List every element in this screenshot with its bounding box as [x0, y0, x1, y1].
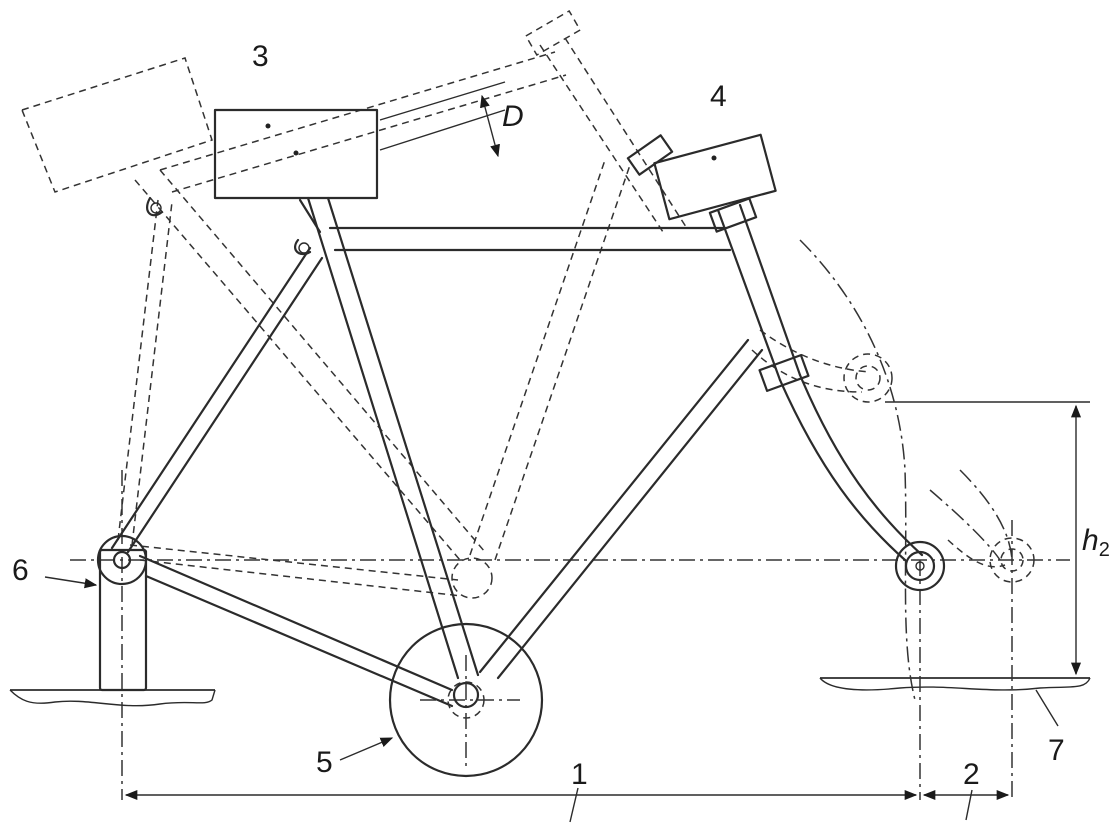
deflected-frame: [21, 9, 1035, 701]
leader-7: [1035, 689, 1059, 727]
label-5: 5: [316, 746, 333, 779]
leader-1: [569, 787, 579, 823]
bicycle-frame: [110, 134, 924, 708]
leader-2: [965, 789, 973, 821]
front-roller: [894, 540, 946, 592]
label-h2: h2: [1082, 524, 1110, 561]
reference-lines: [70, 401, 1090, 800]
load-box-3: [213, 108, 379, 200]
label-h2-main: h: [1082, 524, 1099, 557]
left-ground-base: [9, 689, 216, 707]
label-1: 1: [571, 758, 588, 791]
dimension-d: [379, 81, 506, 158]
label-7: 7: [1048, 734, 1065, 767]
label-4: 4: [710, 80, 727, 113]
label-h2-sub: 2: [1099, 539, 1110, 561]
leader-6: [44, 576, 98, 589]
label-2: 2: [963, 758, 980, 791]
rear-pivot-support: [96, 534, 148, 692]
leader-5: [339, 737, 394, 761]
right-ground-base: [819, 677, 1091, 691]
chainring-mass: [388, 622, 544, 778]
label-6: 6: [12, 554, 29, 587]
label-d: D: [502, 100, 524, 133]
load-box-4: [653, 133, 777, 221]
label-3: 3: [252, 40, 269, 73]
